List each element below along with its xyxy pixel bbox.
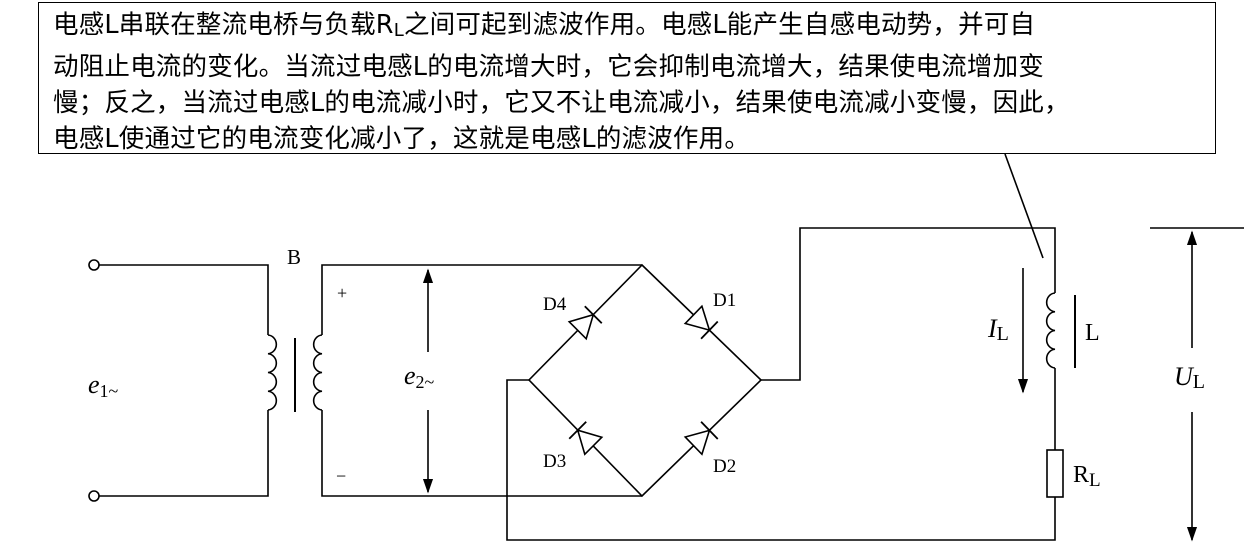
filter-inductor-coil	[1045, 292, 1056, 369]
diode-d2	[683, 421, 719, 456]
output-wire-top	[761, 227, 1056, 381]
secondary-circuit	[312, 264, 642, 497]
callout-subscript-l: L	[393, 20, 404, 41]
d4-label: D4	[543, 294, 567, 315]
load-circuit	[506, 227, 1244, 542]
annotation-callout-box: 电感L串联在整流电桥与负载RL之间可起到滤波作用。电感L能产生自感电动势，并可自…	[38, 2, 1216, 154]
plus-label: +	[337, 283, 347, 303]
input-terminal-bottom	[88, 490, 100, 502]
callout-line-2: 动阻止电流的变化。当流过电感L的电流增大时，它会抑制电流增大，结果使电流增加变	[53, 52, 1045, 82]
primary-circuit	[88, 259, 278, 502]
output-wire-return	[506, 379, 1056, 541]
callout-line-3: 慢；反之，当流过电感L的电流减小时，它又不让电流减小，结果使电流减小变慢，因此，	[53, 88, 1070, 118]
e2-label: e2~	[404, 361, 435, 392]
il-label: IL	[987, 314, 1009, 345]
bridge-rectifier	[527, 263, 763, 498]
input-terminal-top	[88, 259, 100, 271]
diode-d4	[567, 305, 603, 341]
transformer-label: B	[287, 245, 301, 269]
rl-label: RL	[1073, 462, 1101, 491]
diode-d3	[568, 421, 604, 456]
d3-label: D3	[543, 451, 566, 472]
inductor-label: L	[1085, 320, 1100, 346]
secondary-wire-top	[321, 264, 642, 335]
callout-leader-line	[1004, 153, 1044, 259]
secondary-wire-bottom	[321, 410, 642, 497]
primary-wire-bottom	[99, 410, 269, 497]
minus-label: −	[336, 466, 346, 486]
primary-wire-top	[99, 264, 269, 335]
callout-line-1: 电感L串联在整流电桥与负载RL之间可起到滤波作用。电感L能产生自感电动势，并可自	[53, 7, 1203, 49]
secondary-coil	[312, 334, 323, 411]
diode-d1	[683, 304, 719, 340]
d1-label: D1	[713, 290, 736, 311]
bridge-outline	[527, 263, 763, 498]
e1-label: e1~	[88, 370, 119, 401]
callout-text-1b: 之间可起到滤波作用。电感L能产生自感电动势，并可自	[403, 10, 1036, 40]
load-resistor	[1046, 449, 1064, 498]
primary-coil	[267, 334, 278, 411]
callout-text-1a: 电感L串联在整流电桥与负载R	[53, 10, 394, 40]
d2-label: D2	[713, 456, 736, 477]
callout-line-4: 电感L使通过它的电流变化减小了，这就是电感L的滤波作用。	[53, 124, 751, 154]
ul-label: UL	[1174, 362, 1205, 393]
